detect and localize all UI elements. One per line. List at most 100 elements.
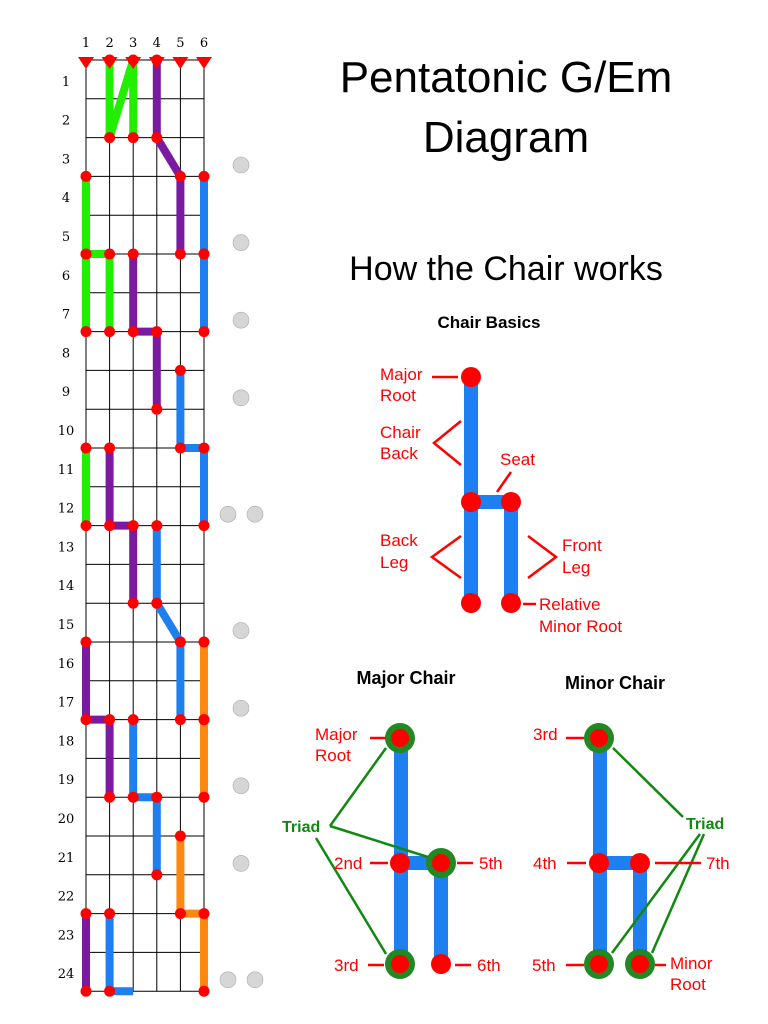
minor-third-note-dot: [590, 729, 608, 747]
fret-inlays: [219, 156, 264, 989]
major-root-label-2: Root: [315, 746, 351, 765]
chair-shape-green: [80, 442, 92, 532]
chair-shape-blue: [198, 170, 210, 338]
front-leg-label-1: Front: [562, 536, 602, 555]
fourth-note-dot: [589, 853, 609, 873]
note-dot: [198, 326, 210, 338]
fret-label: 3: [62, 152, 70, 167]
note-dot: [151, 869, 163, 881]
fret-label: 24: [58, 967, 75, 982]
fret-label: 8: [62, 346, 70, 361]
note-dot: [198, 442, 210, 454]
second-label: 2nd: [334, 854, 362, 873]
fret-inlay-dot: [219, 505, 237, 523]
front-leg-label-2: Leg: [562, 558, 590, 577]
note-dot: [174, 714, 186, 726]
note-dot: [151, 791, 163, 803]
open-string-marker: [172, 57, 189, 69]
minor-root-note-dot: [631, 955, 649, 973]
chair-shape-blue: [127, 714, 163, 881]
chair-shape-green: [104, 54, 139, 144]
chair-shape-blue: [174, 364, 210, 532]
fret-label: 5: [62, 230, 70, 245]
note-dot: [104, 985, 116, 997]
open-string-marker: [101, 57, 118, 69]
chair-shapes: [80, 54, 210, 997]
note-dot: [198, 520, 210, 532]
chair-shape-orange: [174, 830, 210, 997]
note-dot: [104, 326, 116, 338]
minor-chair-heading: Minor Chair: [565, 673, 665, 693]
fret-inlay-dot: [232, 622, 250, 639]
fret-inlay-dot: [219, 971, 237, 989]
major-triad-label: Triad: [282, 819, 320, 836]
note-dot: [198, 636, 210, 648]
note-dot: [127, 248, 139, 260]
fret-label: 13: [58, 540, 75, 555]
chair-shape-blue: [151, 520, 186, 726]
major-chair-heading: Major Chair: [356, 668, 455, 688]
note-dot: [174, 908, 186, 920]
open-string-marker: [125, 57, 142, 69]
fret-label: 2: [62, 114, 70, 129]
note-dot: [104, 908, 116, 920]
chair-shape-purple: [80, 636, 116, 803]
page-title-line2: Diagram: [423, 113, 589, 162]
note-dot: [127, 132, 139, 144]
note-dot: [80, 636, 92, 648]
chair-shape-orange: [198, 636, 210, 803]
fret-label: 10: [58, 424, 75, 439]
fret-label: 14: [58, 579, 75, 594]
fret-inlay-dot: [232, 311, 250, 329]
sixth-label: 6th: [477, 956, 501, 975]
fret-label: 9: [62, 385, 70, 400]
triad-line-fifth: [329, 824, 429, 859]
chair-back-label-1: Chair: [380, 423, 421, 442]
note-dot: [127, 520, 139, 532]
fret-label: 17: [58, 696, 75, 711]
major-root-note-dot: [391, 729, 409, 747]
fret-label: 15: [58, 618, 75, 633]
string-label: 4: [153, 36, 161, 51]
note-dot: [104, 248, 116, 260]
back-leg-label-1: Back: [380, 531, 418, 550]
chair-shape-blue: [104, 908, 134, 997]
chair-basics-heading: Chair Basics: [438, 313, 541, 332]
fret-label: 23: [58, 928, 75, 943]
chair-back-label-2: Back: [380, 444, 418, 463]
fret-inlay-dot: [232, 699, 250, 717]
note-dot: [198, 908, 210, 920]
fret-label: 11: [58, 463, 75, 478]
note-dot: [104, 442, 116, 454]
fourth-label: 4th: [533, 854, 557, 873]
fret-label: 6: [62, 269, 70, 284]
note-dot: [174, 170, 186, 182]
fret-label: 19: [58, 773, 75, 788]
note-dot: [127, 714, 139, 726]
fret-inlay-dot: [232, 777, 250, 795]
note-dot: [127, 597, 139, 609]
fret-label: 16: [58, 657, 75, 672]
front-leg-pointer: [527, 535, 559, 579]
chair-shape-purple: [127, 248, 163, 415]
note-dot: [198, 714, 210, 726]
note-dot: [151, 132, 163, 144]
string-label: 2: [105, 36, 113, 51]
note-dot: [80, 985, 92, 997]
relative-minor-root-dot: [501, 593, 521, 613]
chair-link-segment: [153, 135, 184, 179]
fret-inlay-dot: [232, 389, 250, 407]
chair-shape-purple: [104, 442, 139, 609]
note-dot: [127, 791, 139, 803]
note-dot: [127, 326, 139, 338]
note-dot: [174, 248, 186, 260]
second-note-dot: [390, 853, 410, 873]
minor-triad-label: Triad: [686, 816, 724, 833]
chair-back-pointer: [432, 420, 462, 466]
note-dot: [151, 597, 163, 609]
minor-root-label-1: Minor: [670, 954, 713, 973]
